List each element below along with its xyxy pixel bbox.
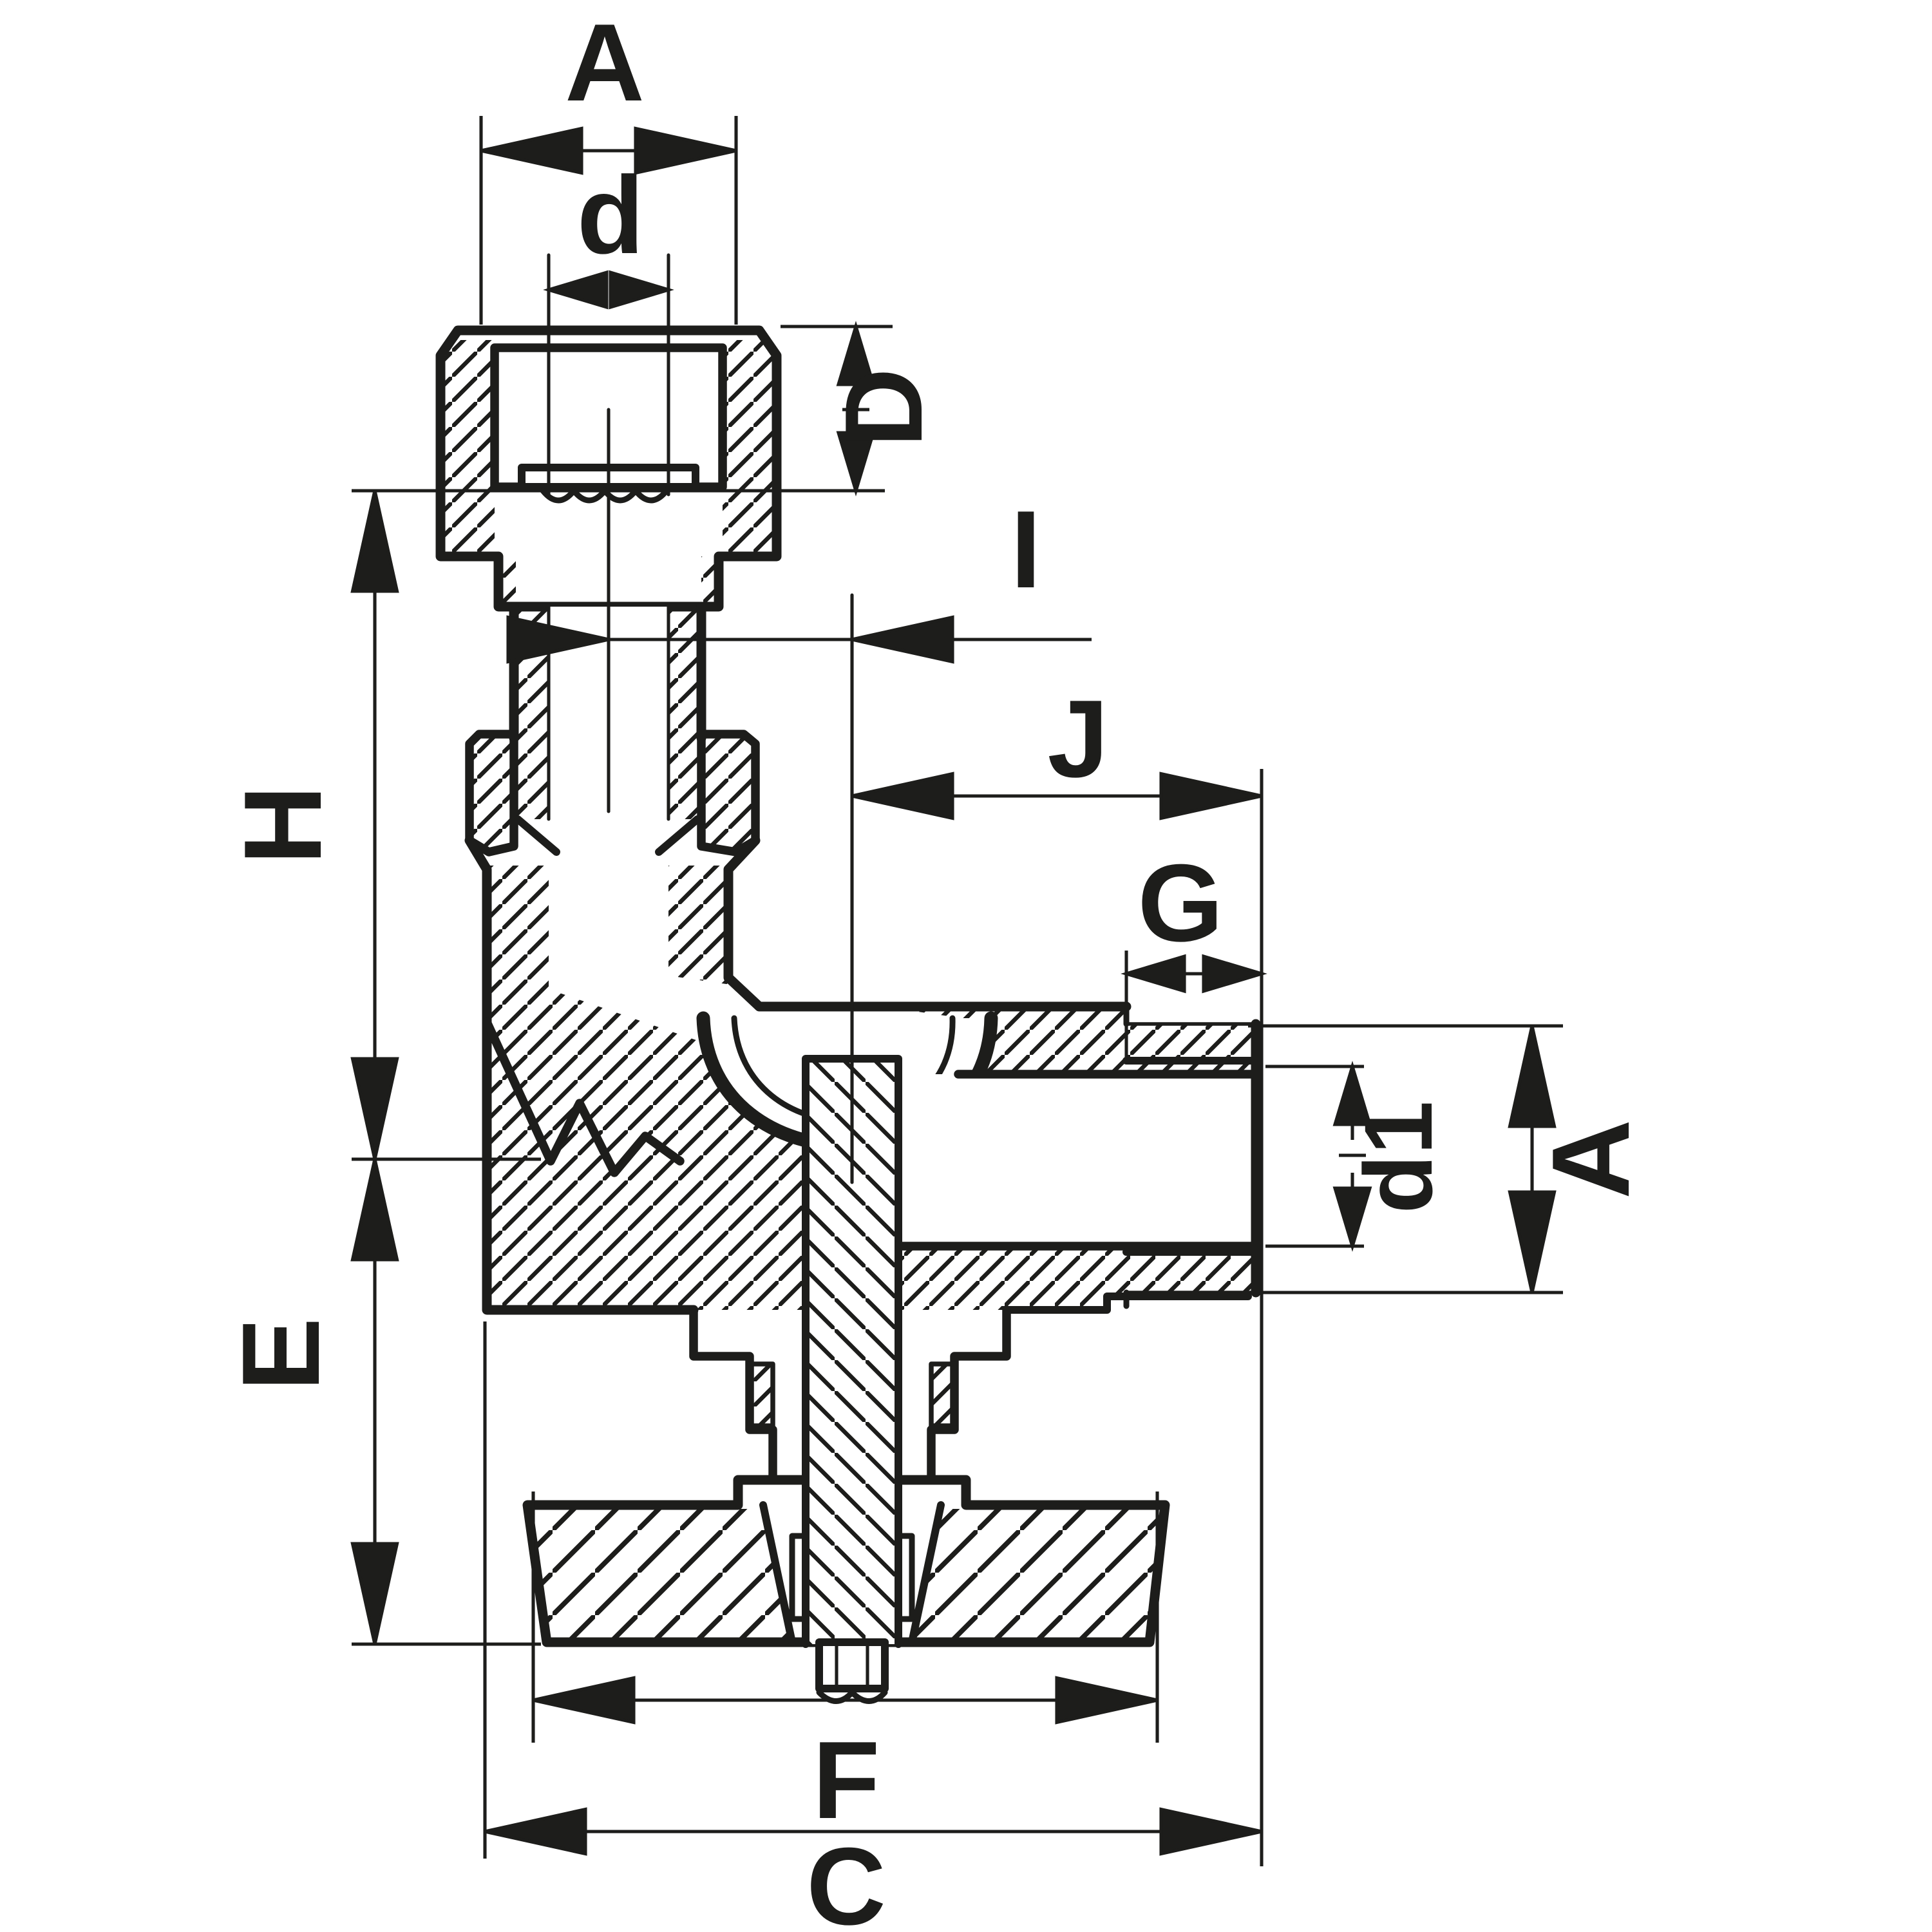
dimension-d1: d1 (1265, 1065, 1452, 1248)
dimension-h: H (222, 491, 541, 1161)
stem-nut (815, 1638, 889, 1692)
dim-label-d-cap: D (822, 368, 945, 448)
outlet-bore (873, 1074, 1256, 1246)
dim-label-h: H (222, 785, 345, 865)
valve-section (435, 253, 1261, 1704)
dimension-f: F (531, 1492, 1159, 1842)
dim-label-a-right: A (1530, 1119, 1653, 1199)
dimension-j: J (852, 677, 1262, 819)
dimension-annotations: A d D H (220, 1, 1653, 1932)
dim-label-a-top: A (565, 1, 644, 124)
handle-wing-left (531, 1509, 792, 1638)
dimension-c: C (483, 769, 1264, 1932)
dim-label-i: I (1010, 488, 1041, 611)
dim-label-e: E (220, 1318, 343, 1391)
dimension-e: E (220, 1159, 541, 1646)
dim-label-d: d (577, 154, 644, 277)
body-hex-boss (465, 730, 760, 857)
dim-label-j: J (1047, 677, 1108, 800)
dimension-a-top: A (479, 1, 738, 325)
section-break-zigzag (482, 1018, 685, 1177)
dimension-a-right: A (1248, 1024, 1653, 1294)
dimension-d: d (549, 154, 668, 307)
dim-label-g: G (1137, 842, 1223, 965)
dimension-g: G (1124, 842, 1262, 1059)
handle-wing-right (912, 1509, 1161, 1638)
bonnet-packing (689, 1305, 1011, 1535)
dimension-i: I (508, 488, 1092, 662)
dimension-d-cap: D (352, 327, 945, 493)
centerlines (547, 253, 854, 1184)
dim-label-c: C (806, 1825, 886, 1932)
dim-label-f: F (813, 1719, 880, 1842)
dim-label-d1: d1 (1344, 1101, 1452, 1213)
